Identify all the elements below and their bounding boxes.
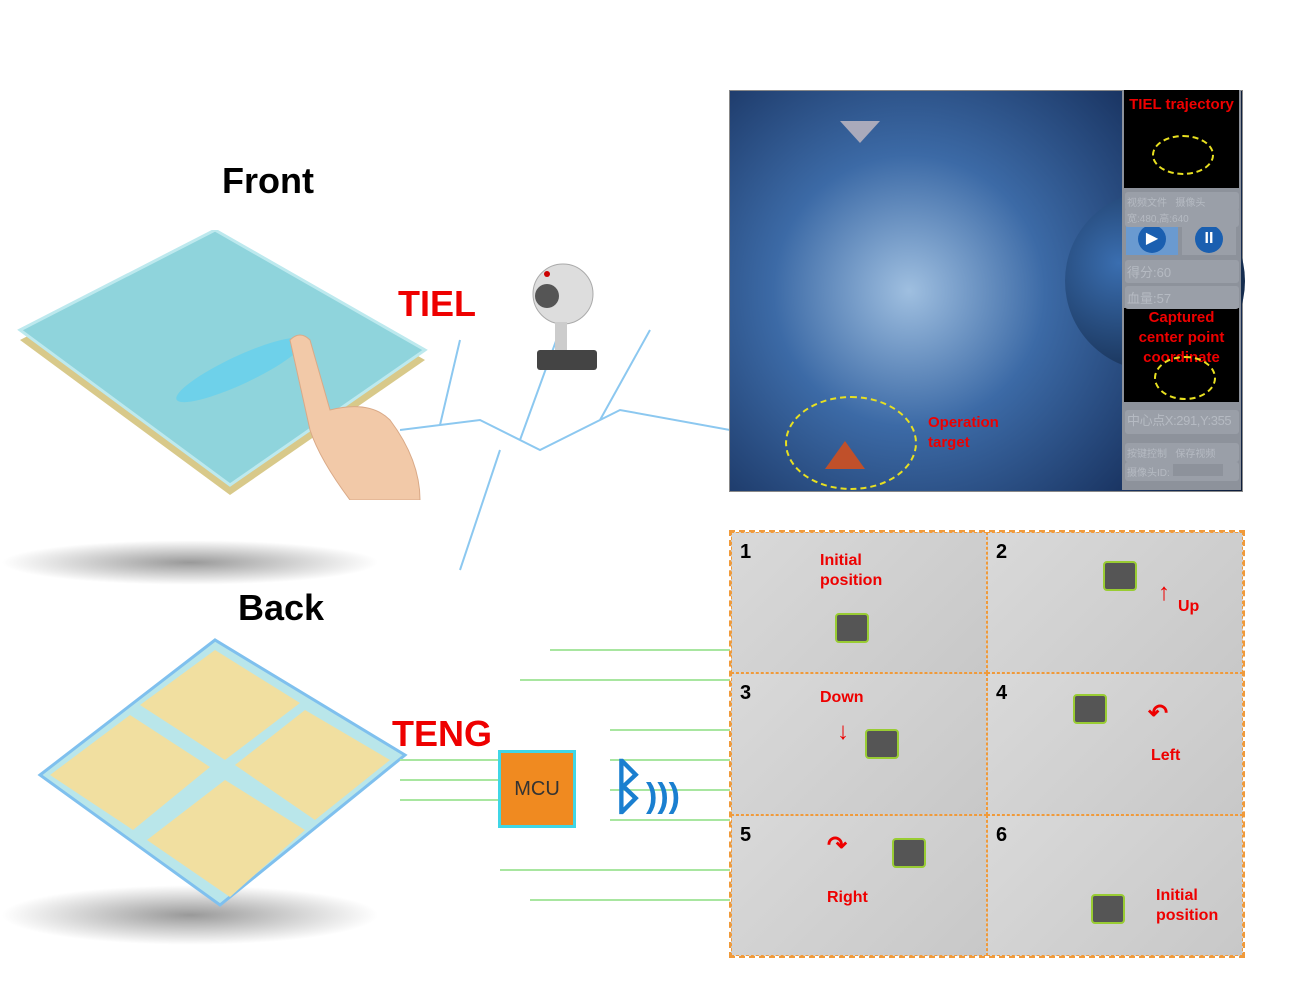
mcu-label: MCU bbox=[514, 777, 560, 800]
lightning-decoration bbox=[400, 329, 730, 571]
score-text: 得分:60 bbox=[1125, 260, 1239, 283]
operation-target-label: Operation target bbox=[928, 414, 999, 451]
panel-caption: Right bbox=[827, 888, 868, 906]
source-radios: 视频文件 摄像头 bbox=[1125, 192, 1239, 211]
back-device bbox=[37, 638, 408, 907]
arrow-right-icon: ↷ bbox=[827, 831, 848, 859]
robot-car bbox=[1103, 561, 1137, 591]
control-sidebar: TIEL trajectory 视频文件 摄像头 宽:480,高:640 ▶ I… bbox=[1122, 90, 1241, 490]
resolution-text: 宽:480,高:640 bbox=[1125, 208, 1239, 227]
arrow-down-icon: ↓ bbox=[837, 718, 849, 746]
play-icon: ▶ bbox=[1138, 225, 1166, 253]
captured-ellipse bbox=[1154, 356, 1216, 400]
play-button[interactable]: ▶ bbox=[1126, 223, 1178, 255]
radio-camera[interactable]: 摄像头 bbox=[1175, 198, 1206, 209]
panel-caption: Left bbox=[1151, 747, 1181, 765]
tiel-trajectory-label: TIEL trajectory bbox=[1129, 96, 1234, 113]
mcu-chip: MCU bbox=[498, 750, 576, 828]
front-device bbox=[17, 230, 428, 495]
front-device-shadow bbox=[0, 540, 380, 585]
save-video-checkbox[interactable]: 保存视频 bbox=[1175, 449, 1216, 460]
trajectory-view: TIEL trajectory bbox=[1124, 90, 1239, 188]
robot-car bbox=[835, 613, 869, 643]
pause-button[interactable]: II bbox=[1182, 223, 1236, 255]
tiel-label: TIEL bbox=[398, 283, 476, 324]
camera-id-label: 摄像头ID: bbox=[1127, 468, 1170, 479]
radio-video-file[interactable]: 视频文件 bbox=[1127, 198, 1167, 209]
camera-id-select[interactable] bbox=[1172, 464, 1223, 476]
arrow-up-icon: ↑ bbox=[1158, 579, 1170, 606]
back-label: Back bbox=[238, 587, 325, 628]
teng-label: TENG bbox=[392, 713, 493, 754]
panel-3: 3 Down ↓ bbox=[731, 673, 987, 815]
panel-caption: Initial position bbox=[820, 552, 883, 589]
front-label: Front bbox=[222, 160, 314, 201]
health-text: 血量:57 bbox=[1125, 286, 1239, 309]
webcam-icon bbox=[532, 263, 597, 370]
options-row: 按键控制 保存视频 bbox=[1125, 443, 1239, 462]
panel-number: 4 bbox=[996, 682, 1008, 705]
panel-number: 1 bbox=[740, 541, 752, 563]
panel-caption: Up bbox=[1178, 598, 1200, 615]
panel-caption: Initial position bbox=[1156, 886, 1219, 924]
robot-car bbox=[1091, 893, 1125, 924]
camera-id-row: 摄像头ID: bbox=[1125, 462, 1239, 481]
pause-icon: II bbox=[1195, 225, 1223, 253]
trajectory-ellipse bbox=[1152, 135, 1214, 175]
robot-car bbox=[865, 729, 899, 760]
panel-number: 6 bbox=[996, 823, 1008, 846]
robot-car bbox=[892, 837, 926, 868]
panel-number: 3 bbox=[740, 682, 752, 705]
circuit-lines bbox=[400, 649, 730, 901]
panel-caption: Down bbox=[820, 689, 864, 707]
enemy-ship bbox=[840, 121, 880, 143]
bluetooth-icon: ᛒ))) bbox=[610, 753, 680, 820]
key-control-checkbox[interactable]: 按键控制 bbox=[1127, 449, 1167, 460]
robot-car bbox=[1073, 694, 1107, 725]
captured-view: Captured center point coordinate bbox=[1124, 308, 1239, 402]
center-point-text: 中心点X:291,Y:355 bbox=[1125, 410, 1239, 434]
arrow-left-icon: ↶ bbox=[1148, 700, 1169, 728]
hand-icon bbox=[289, 334, 421, 500]
panel-number: 5 bbox=[740, 823, 752, 846]
back-device-shadow bbox=[0, 885, 380, 945]
panel-number: 2 bbox=[996, 541, 1008, 563]
target-ellipse bbox=[785, 396, 917, 490]
